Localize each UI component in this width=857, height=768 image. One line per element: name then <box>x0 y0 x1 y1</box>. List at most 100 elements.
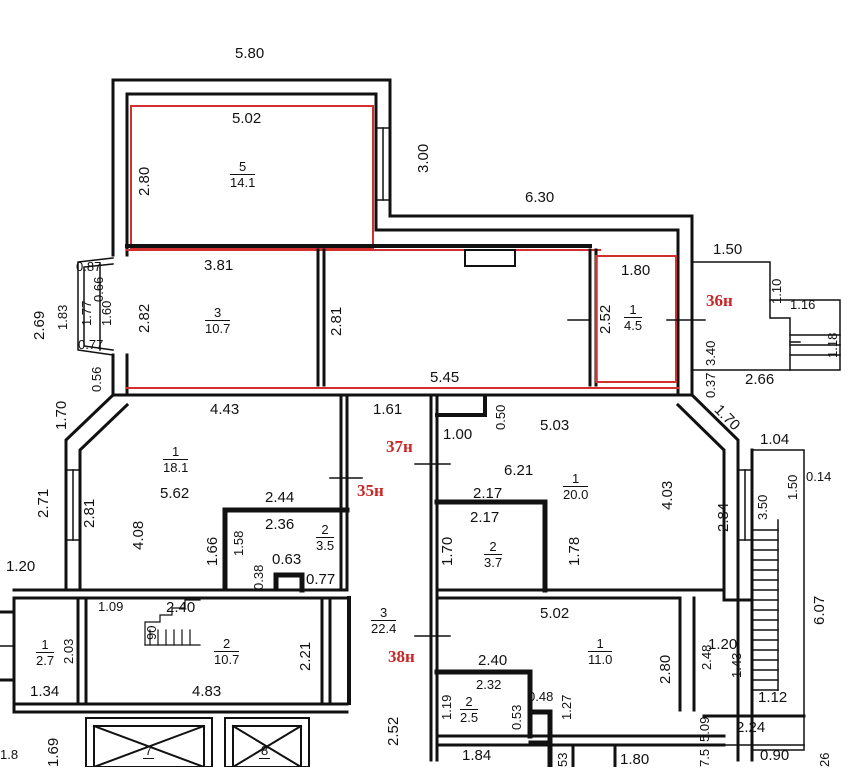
room-number: 1 <box>163 445 189 460</box>
dim-label: 1.80 <box>621 262 651 279</box>
room-number: 2 <box>214 637 240 652</box>
dim-label: 7.5 <box>697 748 712 767</box>
dim-label: 2.44 <box>265 489 295 506</box>
dim-label: 2.03 <box>61 638 76 664</box>
elevator-7 <box>85 717 213 767</box>
dim-label: 1.77 <box>79 300 94 326</box>
window-left <box>65 469 81 541</box>
room-number: 8 <box>259 743 271 759</box>
dim-label: 1.20 <box>6 558 36 575</box>
dim-label: 2.84 <box>715 502 732 532</box>
dim-label: 2.80 <box>657 654 674 684</box>
dim-label: 4.08 <box>130 520 147 550</box>
dim-label: 26 <box>817 752 832 767</box>
room-area: 2.5 <box>460 709 479 725</box>
dim-label: 0.90 <box>760 747 790 764</box>
dim-label: 1.34 <box>30 683 60 700</box>
dim-label: 1.50 <box>713 241 743 258</box>
dim-label: 1.50 <box>785 474 800 500</box>
dim-label: 2.40 <box>478 652 508 669</box>
room-area: 20.0 <box>563 486 589 502</box>
dim-label: 1.70 <box>53 400 70 430</box>
room-number: 3 <box>205 306 231 321</box>
room-area: 3.5 <box>316 537 335 553</box>
dim-label: 1.09 <box>98 599 124 614</box>
room-number: 1 <box>624 303 643 318</box>
dim-label: 1.10 <box>769 278 784 304</box>
dim-label: 2.21 <box>297 641 314 671</box>
dim-label: 5.09 <box>697 716 712 742</box>
dim-label: 1.58 <box>231 530 246 556</box>
dim-label: 5.45 <box>430 369 460 386</box>
room-number: 5 <box>230 160 256 175</box>
window-room5 <box>375 127 391 201</box>
dim-label: 2.40 <box>166 599 196 616</box>
dim-label: 3.50 <box>755 494 770 520</box>
room-area: 10.7 <box>214 651 240 667</box>
dim-label: 1.69 <box>45 737 62 767</box>
dim-label: 0.37 <box>703 372 718 398</box>
dim-label: 6.21 <box>504 462 534 479</box>
small-stairs <box>144 599 201 646</box>
dim-label: 4.43 <box>210 401 240 418</box>
dim-label: 1.16 <box>790 297 816 312</box>
dim-label: 2.52 <box>385 716 402 746</box>
room-number: 1 <box>36 638 55 653</box>
dim-label: 1.78 <box>566 536 583 566</box>
room-number: 2 <box>484 540 503 555</box>
dim-label: 1.84 <box>462 747 492 764</box>
dim-label: 1.20 <box>708 636 738 653</box>
dim-label: 0.66 <box>91 276 106 302</box>
outer-walls-upper <box>111 78 694 397</box>
dim-label: 2.17 <box>470 509 500 526</box>
room-number: 3 <box>371 606 397 621</box>
dim-label: 0.38 <box>251 564 266 590</box>
room-area: 11.0 <box>588 651 613 667</box>
bay-window-left <box>77 257 114 356</box>
dim-label: 0.14 <box>806 469 832 484</box>
dim-label: 3.00 <box>415 143 432 173</box>
dim-label: 2.17 <box>473 485 503 502</box>
room-area: 14.1 <box>230 174 256 190</box>
dim-label: 90 <box>144 625 159 640</box>
room-number: 2 <box>316 523 335 538</box>
dim-label: 1.19 <box>439 694 454 720</box>
dim-label: 53 <box>555 752 570 767</box>
unit-tag-36: 36н <box>706 291 733 310</box>
dim-label: 1.83 <box>55 304 70 330</box>
dim-label: 3.81 <box>204 257 234 274</box>
dim-label: 2.71 <box>35 488 52 518</box>
dim-label: 2.48 <box>699 644 714 670</box>
corridor-walls <box>339 393 439 762</box>
dim-label: 0.48 <box>528 689 554 704</box>
dim-label: 0.56 <box>89 366 104 392</box>
room-label-8: 8 <box>259 743 271 759</box>
dim-label: 2.69 <box>31 310 48 340</box>
dim-label: 1.80 <box>620 751 650 768</box>
dim-label: 2.36 <box>265 516 295 533</box>
balcony-right <box>691 261 841 371</box>
dim-label: 1.04 <box>760 431 790 448</box>
dim-label: 2.66 <box>745 371 775 388</box>
dim-label: 1.60 <box>99 300 114 326</box>
elevator-8 <box>224 717 310 767</box>
dim-label: 1.8 <box>0 747 19 762</box>
room-area: 18.1 <box>163 459 189 475</box>
dim-label: 0.63 <box>272 551 302 568</box>
dim-label: 0.50 <box>493 404 508 430</box>
unit-tag-37: 37н <box>386 437 413 456</box>
dim-label: 0.77 <box>306 571 336 588</box>
unit-tag-35: 35н <box>357 481 384 500</box>
dim-label: 4.83 <box>192 683 222 700</box>
dim-label: 1.18 <box>825 332 840 358</box>
bathroom-2-5 <box>434 669 553 767</box>
dim-label: 1.27 <box>559 694 574 720</box>
